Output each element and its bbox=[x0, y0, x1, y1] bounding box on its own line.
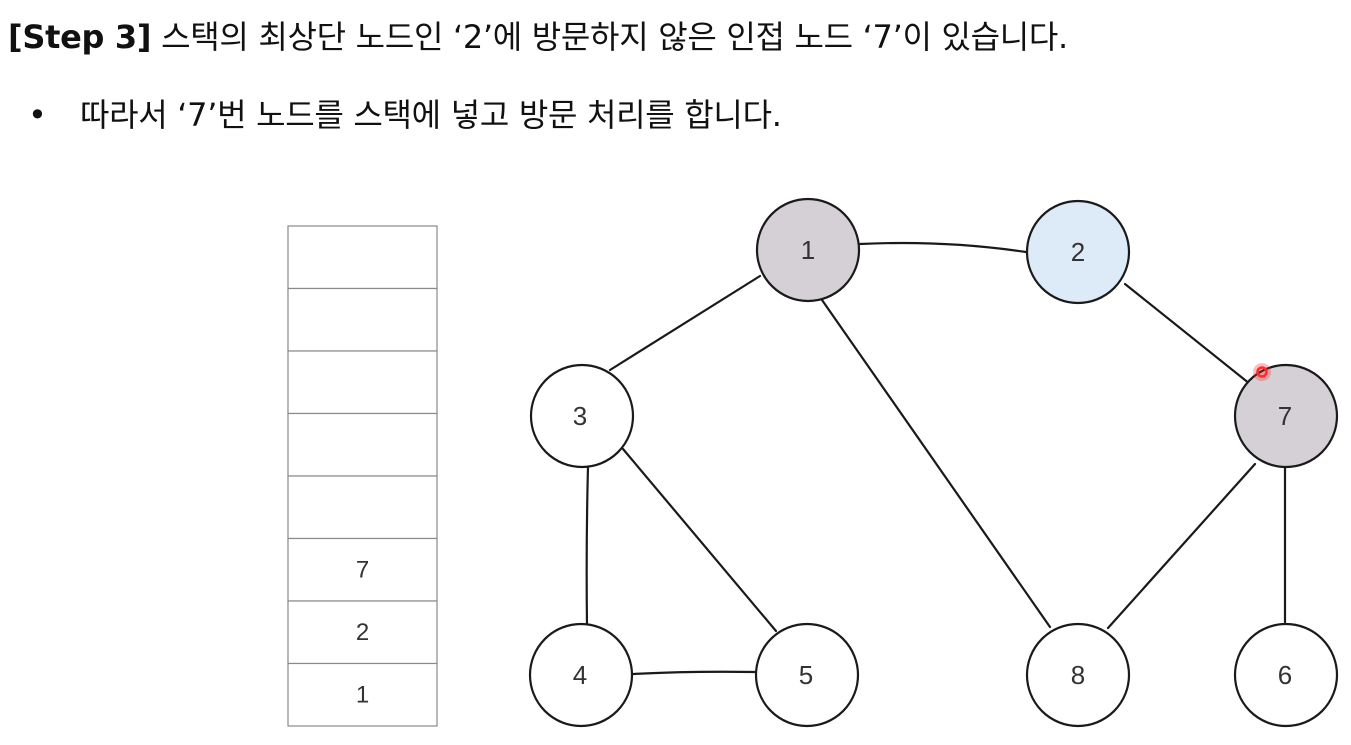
edge-1-2 bbox=[858, 241, 1028, 254]
stack-slot bbox=[287, 475, 438, 540]
stack-slot bbox=[287, 287, 438, 352]
edge-3-4 bbox=[585, 464, 590, 628]
edge-3-5 bbox=[621, 447, 778, 633]
step-label: [Step 3] bbox=[8, 18, 152, 56]
bullet-text: 따라서 ‘7’번 노드를 스택에 넣고 방문 처리를 합니다. bbox=[80, 96, 782, 134]
stack-slot: 2 bbox=[287, 600, 438, 665]
svg-text:2: 2 bbox=[356, 619, 369, 646]
edge-7-8 bbox=[1106, 462, 1257, 630]
graph-node-8: 8 bbox=[1025, 622, 1131, 728]
svg-text:3: 3 bbox=[573, 401, 587, 431]
bullet-symbol: • bbox=[28, 96, 47, 134]
svg-text:4: 4 bbox=[573, 660, 587, 690]
edge-4-5 bbox=[631, 670, 757, 676]
step-description: 스택의 최상단 노드인 ‘2’에 방문하지 않은 인접 노드 ‘7’이 있습니다… bbox=[151, 18, 1068, 56]
stack-slot: 7 bbox=[287, 537, 438, 602]
graph-node-2: 2 bbox=[1025, 199, 1131, 305]
pointer-marker bbox=[1253, 363, 1271, 381]
step-heading: [Step 3] 스택의 최상단 노드인 ‘2’에 방문하지 않은 인접 노드 … bbox=[8, 14, 1068, 60]
svg-text:5: 5 bbox=[799, 660, 813, 690]
graph-node-1: 1 bbox=[755, 197, 861, 303]
stack-slot bbox=[287, 350, 438, 415]
svg-text:8: 8 bbox=[1071, 660, 1085, 690]
edge-1-8 bbox=[820, 298, 1052, 629]
edge-2-7 bbox=[1123, 282, 1252, 386]
stack-slot bbox=[287, 225, 438, 290]
svg-text:6: 6 bbox=[1278, 660, 1292, 690]
graph-node-4: 4 bbox=[528, 622, 634, 728]
stack: 7 2 1 bbox=[287, 225, 438, 727]
stack-slot bbox=[287, 412, 438, 477]
graph-node-3: 3 bbox=[529, 363, 635, 469]
graph-edges bbox=[585, 241, 1287, 676]
graph-nodes: 1 2 3 4 5 6 7 8 bbox=[528, 197, 1339, 728]
edge-1-3 bbox=[608, 274, 762, 372]
svg-text:1: 1 bbox=[356, 682, 369, 709]
bullet-line: • 따라서 ‘7’번 노드를 스택에 넣고 방문 처리를 합니다. bbox=[28, 92, 782, 138]
svg-text:7: 7 bbox=[356, 557, 369, 584]
svg-text:2: 2 bbox=[1071, 237, 1085, 267]
stack-slot: 1 bbox=[287, 662, 438, 727]
svg-text:1: 1 bbox=[801, 235, 815, 265]
graph-node-7: 7 bbox=[1233, 363, 1339, 469]
svg-text:7: 7 bbox=[1278, 401, 1292, 431]
graph-node-5: 5 bbox=[754, 622, 860, 728]
graph-node-6: 6 bbox=[1233, 622, 1339, 728]
